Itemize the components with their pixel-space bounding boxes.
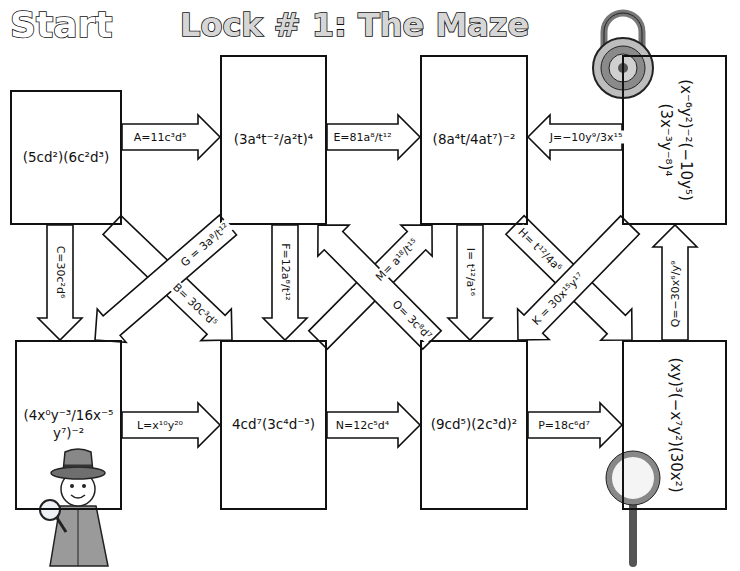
title: Lock # 1: The Maze <box>180 6 529 44</box>
arrow-label: N=12c⁵d⁴ <box>334 419 391 432</box>
block-arrow <box>122 403 220 447</box>
arrow-label: M= a¹⁸/t¹⁵ <box>372 235 422 286</box>
text-holder: (3a⁴t⁻²/a²t)⁴ <box>226 57 321 223</box>
expression-box: (3a⁴t⁻²/a²t)⁴ <box>220 55 327 225</box>
detective-eye <box>82 484 86 488</box>
arrow-label: E=81a⁸/t¹² <box>331 131 393 144</box>
block-arrow <box>327 115 420 159</box>
arrow-label: I= t¹²/a¹⁶ <box>464 245 477 297</box>
expression-box: (8a⁴t/4at⁷)⁻² <box>420 55 528 225</box>
arrow-label: B= 30c³d⁵ <box>169 279 221 330</box>
arrow-label: C=30c²d⁶ <box>54 243 67 300</box>
text-holder: (5cd²)(6c²d³) <box>16 92 116 223</box>
arrow-label: F=12a⁸/t¹² <box>279 241 292 303</box>
block-arrow <box>95 215 237 342</box>
arrow-label: P=18c⁶d⁷ <box>536 419 592 432</box>
expression: (5cd²)(6c²d³) <box>23 149 109 167</box>
expression-box: (x⁻⁶y²)⁻²(−10y⁵)(3x⁻³y⁻⁸)⁴ <box>622 55 727 225</box>
expression-box: (5cd²)(6c²d³) <box>10 90 122 225</box>
expression: (xy)³(−x⁷y²)(30x²) <box>665 348 685 502</box>
expression: (8a⁴t/4at⁷)⁻² <box>433 131 516 149</box>
expression: 4cd⁷(3c⁴d⁻³) <box>232 416 315 434</box>
detective-magnifier-handle <box>57 518 66 532</box>
block-arrow <box>448 225 492 340</box>
arrow-label: G = 3a⁸/t¹² <box>176 219 233 271</box>
arrow-label: L=x¹⁰y²⁰ <box>135 419 185 432</box>
block-arrow <box>38 225 82 340</box>
text-holder: (x⁻⁶y²)⁻²(−10y⁵)(3x⁻³y⁻⁸)⁴ <box>655 63 694 217</box>
block-arrow <box>653 225 697 340</box>
detective-magnifier <box>40 500 60 520</box>
start-label: Start <box>10 4 112 45</box>
arrow-label: O= 3c⁸d⁷ <box>389 296 436 344</box>
detective-eye <box>70 484 74 488</box>
block-arrow <box>318 225 441 349</box>
expression-box: (xy)³(−x⁷y²)(30x²) <box>622 340 727 510</box>
detective-mouth <box>71 495 85 498</box>
block-arrow <box>122 115 220 159</box>
expression: (9cd⁵)(2c³d)² <box>431 416 517 434</box>
text-holder: (4x⁰y⁻³/16x⁻⁵y⁷)⁻² <box>21 342 116 508</box>
arrow-label: H= t¹²/4a⁶ <box>514 224 566 275</box>
detective-hat-brim <box>51 467 105 479</box>
text-holder: (xy)³(−x⁷y²)(30x²) <box>665 348 685 502</box>
expression-box: (9cd⁵)(2c³d)² <box>420 340 528 510</box>
detective-hat-band <box>64 465 92 468</box>
text-holder: (9cd⁵)(2c³d)² <box>426 342 522 508</box>
expression-box: 4cd⁷(3c⁴d⁻³) <box>220 340 327 510</box>
block-arrow <box>327 403 420 447</box>
arrow-label: J=−10y⁹/3x¹⁵ <box>548 131 625 144</box>
magnifier-rim <box>606 451 660 505</box>
expression: (4x⁰y⁻³/16x⁻⁵y⁷)⁻² <box>21 407 116 442</box>
block-arrow <box>518 216 640 340</box>
arrow-label: A=11c³d⁵ <box>132 131 189 144</box>
block-arrow <box>263 225 307 340</box>
expression: (x⁻⁶y²)⁻²(−10y⁵)(3x⁻³y⁻⁸)⁴ <box>655 63 694 217</box>
magnifier-lens <box>609 454 657 502</box>
block-arrow <box>528 403 622 447</box>
arrow-label: K = 30x¹⁵y¹⁷ <box>528 269 588 330</box>
text-holder: 4cd⁷(3c⁴d⁻³) <box>226 342 321 508</box>
magnifier-handle <box>629 503 637 563</box>
arrow-label: Q=−30x⁶/y⁹ <box>669 258 682 329</box>
expression-box: (4x⁰y⁻³/16x⁻⁵y⁷)⁻² <box>15 340 122 510</box>
text-holder: (8a⁴t/4at⁷)⁻² <box>426 57 522 223</box>
expression: (3a⁴t⁻²/a²t)⁴ <box>234 131 314 149</box>
detective-coat-seam <box>78 508 79 566</box>
